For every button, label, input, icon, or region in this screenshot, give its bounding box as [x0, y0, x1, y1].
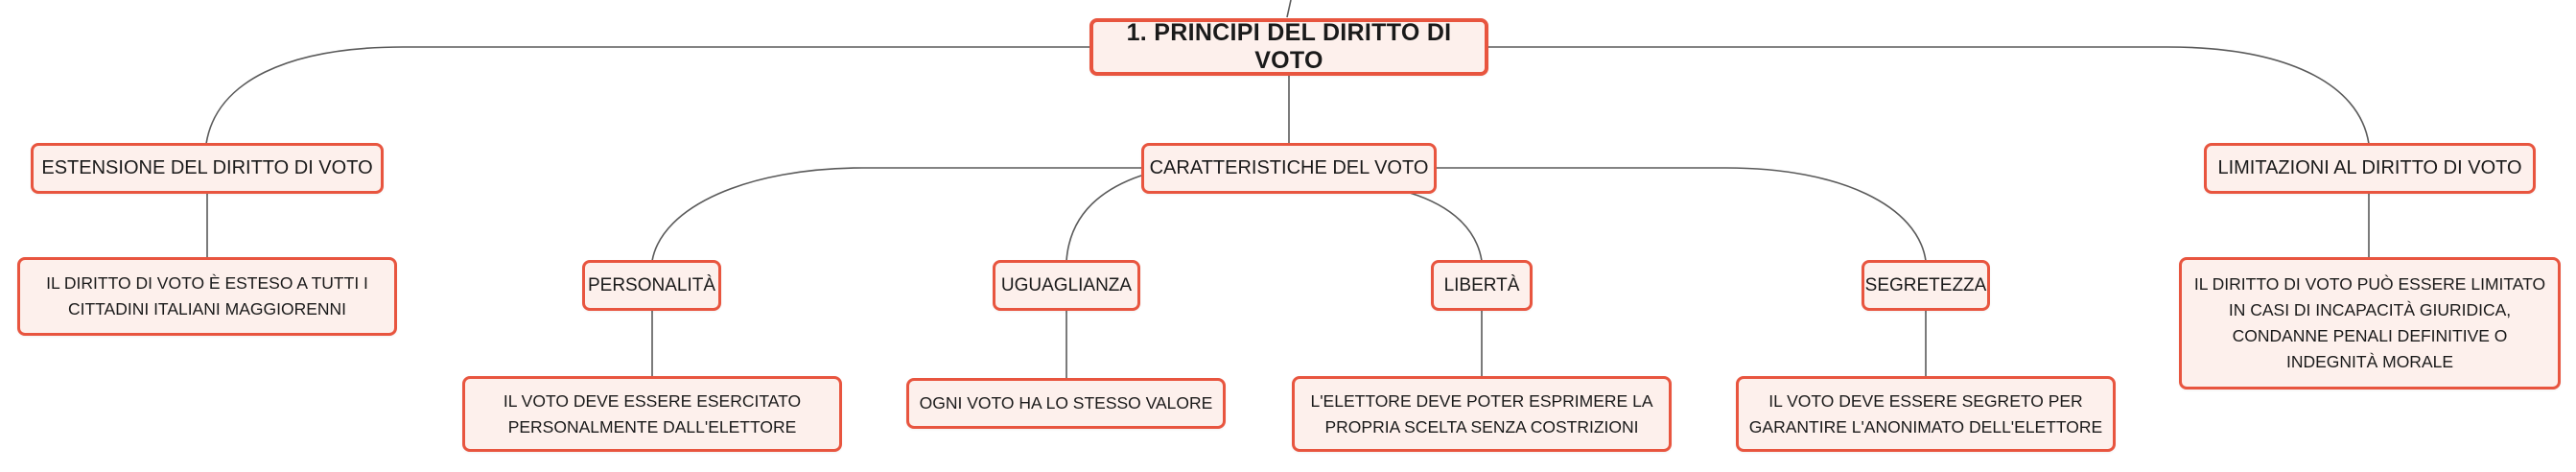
- subtopic-segretezza[interactable]: SEGRETEZZA: [1862, 260, 1990, 311]
- detail-uguaglianza[interactable]: OGNI VOTO HA LO STESSO VALORE: [906, 378, 1226, 429]
- subtopic-personalita[interactable]: PERSONALITÀ: [582, 260, 721, 311]
- detail-liberta[interactable]: L'ELETTORE DEVE POTER ESPRIMERE LA PROPR…: [1292, 376, 1672, 452]
- topic-caratteristiche[interactable]: CARATTERISTICHE DEL VOTO: [1141, 143, 1437, 194]
- connector-caratteristiche-to-segretezza: [1437, 167, 1927, 262]
- connector-parent-to-root: [1286, 0, 1292, 18]
- subtopic-liberta[interactable]: LIBERTÀ: [1431, 260, 1533, 311]
- topic-limitazioni[interactable]: LIMITAZIONI AL DIRITTO DI VOTO: [2204, 143, 2536, 194]
- topic-estensione[interactable]: ESTENSIONE DEL DIRITTO DI VOTO: [31, 143, 384, 194]
- connector-caratteristiche-to-uguaglianza: [1066, 175, 1142, 262]
- connector-root-to-estensione: [205, 46, 1089, 145]
- connector-root-to-limitazioni: [1488, 46, 2370, 145]
- detail-limitazioni[interactable]: IL DIRITTO DI VOTO PUÒ ESSERE LIMITATO I…: [2179, 257, 2561, 389]
- root-topic[interactable]: 1. PRINCIPI DEL DIRITTO DI VOTO: [1089, 18, 1488, 76]
- connector-caratteristiche-to-personalita: [651, 167, 1141, 262]
- subtopic-uguaglianza[interactable]: UGUAGLIANZA: [993, 260, 1140, 311]
- connector-caratteristiche-to-liberta: [1409, 192, 1483, 262]
- detail-personalita[interactable]: IL VOTO DEVE ESSERE ESERCITATO PERSONALM…: [462, 376, 842, 452]
- detail-segretezza[interactable]: IL VOTO DEVE ESSERE SEGRETO PER GARANTIR…: [1736, 376, 2116, 452]
- detail-estensione[interactable]: IL DIRITTO DI VOTO È ESTESO A TUTTI I CI…: [17, 257, 397, 336]
